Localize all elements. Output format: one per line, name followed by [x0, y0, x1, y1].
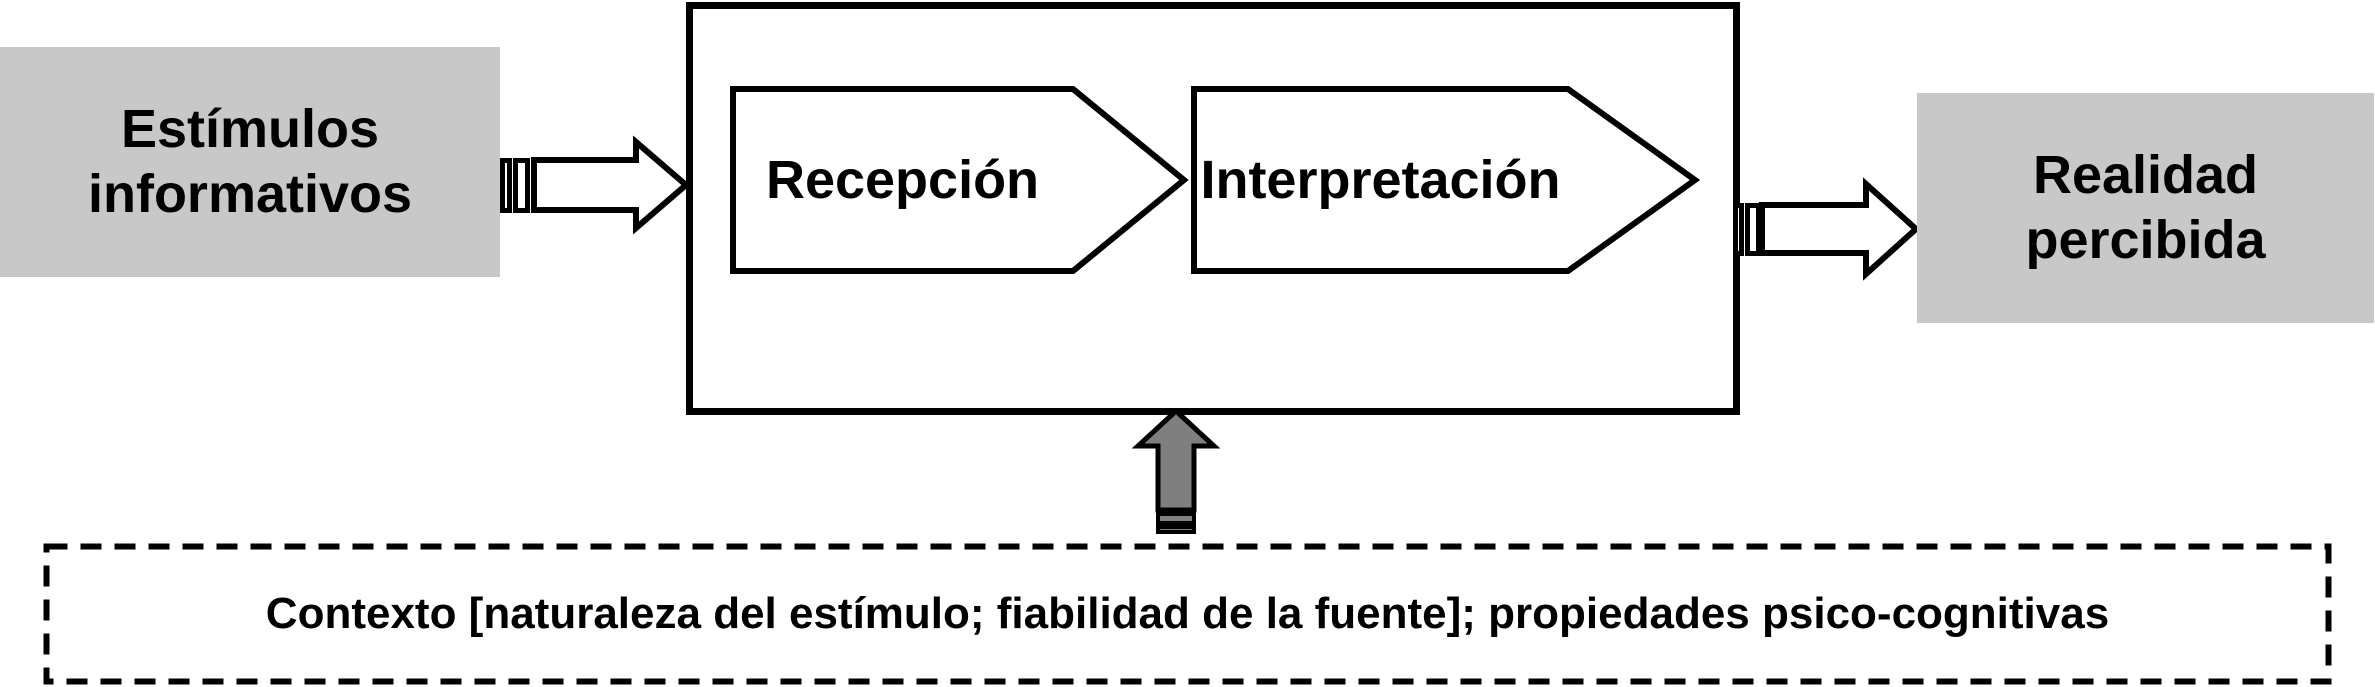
context-box-border [43, 543, 2332, 685]
perceived-reality-label-line-1: Realidad [2032, 145, 2259, 206]
perceived-reality-box: Realidad percibida [1917, 93, 2374, 323]
recepcion-chevron-icon [730, 86, 1189, 274]
stimuli-label-line-2: informativos [87, 164, 413, 224]
stimuli-label-line-1: Estímulos [120, 99, 380, 160]
interpretacion-chevron-icon [1191, 86, 1701, 274]
striped-arrow-right-icon [500, 135, 691, 235]
recepcion-label: Recepción [765, 150, 1040, 210]
striped-arrow-right-icon [1733, 177, 1921, 281]
interpretacion-label: Interpretación [1200, 150, 1561, 210]
context-label: Contexto [naturaleza del estímulo; fiabi… [265, 589, 2110, 638]
perceived-reality-label-line-2: percibida [2025, 210, 2266, 270]
striped-arrow-up-icon [1131, 407, 1221, 534]
stimuli-box: Estímulos informativos [0, 47, 500, 277]
